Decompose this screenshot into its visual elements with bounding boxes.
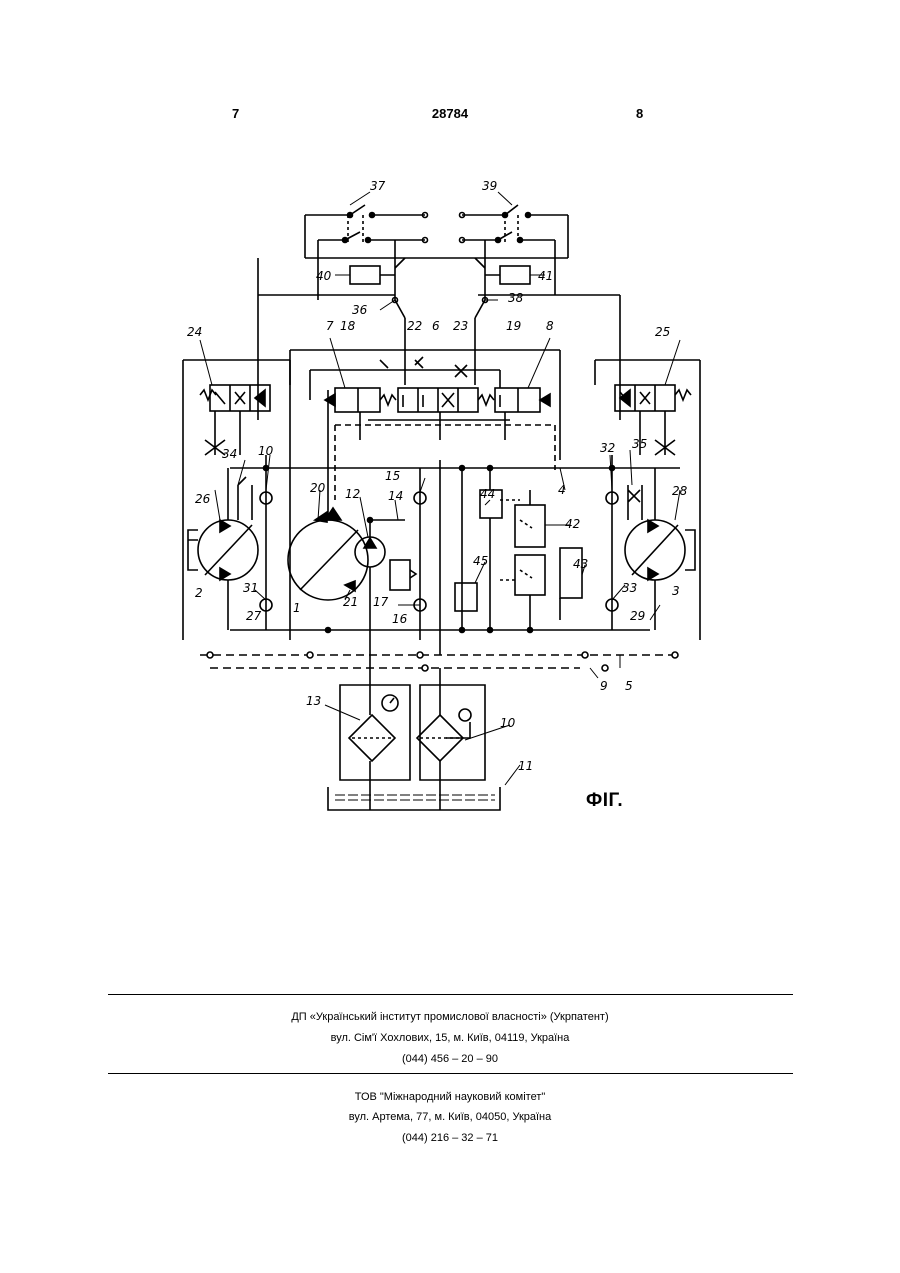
relief-valve-17 xyxy=(390,560,410,590)
relay-41-box xyxy=(500,266,530,284)
label-6: 6 xyxy=(432,319,440,333)
label-21: 21 xyxy=(343,595,358,609)
label-31: 31 xyxy=(243,581,258,595)
publisher2-phone: (044) 216 – 32 – 71 xyxy=(0,1131,900,1145)
label-40: 40 xyxy=(316,269,332,283)
label-41: 41 xyxy=(538,269,553,283)
label-13: 13 xyxy=(306,694,321,708)
valve-45 xyxy=(455,583,477,611)
hydraulic-circuit-diagram: 37 39 40 41 36 38 24 7 18 22 6 23 19 8 2… xyxy=(0,0,900,860)
filter-13 xyxy=(349,715,395,761)
publisher2-name: ТОВ "Міжнародний науковий комітет" xyxy=(0,1090,900,1104)
label-35: 35 xyxy=(632,437,647,451)
label-23: 23 xyxy=(453,319,468,333)
label-26: 26 xyxy=(195,492,211,506)
label-25: 25 xyxy=(655,325,670,339)
label-3: 3 xyxy=(672,584,680,598)
label-20: 20 xyxy=(310,481,326,495)
figure-caption: ФІГ. xyxy=(586,790,623,812)
valve-42-upper xyxy=(515,505,545,547)
label-7: 7 xyxy=(326,319,334,333)
valve-43 xyxy=(560,548,582,598)
label-8: 8 xyxy=(546,319,554,333)
label-16: 16 xyxy=(392,612,408,626)
publisher2-address: вул. Артема, 77, м. Київ, 04050, Україна xyxy=(0,1110,900,1124)
valve-24 xyxy=(200,385,270,411)
valve-42-lower xyxy=(515,555,545,595)
divider-bottom xyxy=(108,1073,793,1074)
label-18: 18 xyxy=(340,319,356,333)
label-10b: 10 xyxy=(500,716,516,730)
label-12: 12 xyxy=(345,487,360,501)
label-17: 17 xyxy=(373,595,389,609)
label-14: 14 xyxy=(388,489,403,503)
label-43: 43 xyxy=(573,557,588,571)
motor-2 xyxy=(188,520,258,580)
tank-11 xyxy=(328,787,500,810)
label-10a: 10 xyxy=(258,444,274,458)
label-37: 37 xyxy=(370,179,386,193)
label-15: 15 xyxy=(385,469,400,483)
divider-top xyxy=(108,994,793,995)
label-29: 29 xyxy=(630,609,645,623)
label-27: 27 xyxy=(246,609,262,623)
label-36: 36 xyxy=(352,303,368,317)
label-1: 1 xyxy=(293,601,301,615)
label-28: 28 xyxy=(672,484,688,498)
label-42: 42 xyxy=(565,517,580,531)
check-valve-10 xyxy=(459,709,471,721)
publisher1-phone: (044) 456 – 20 – 90 xyxy=(0,1052,900,1066)
label-11: 11 xyxy=(518,759,533,773)
label-32: 32 xyxy=(600,441,615,455)
label-24: 24 xyxy=(187,325,202,339)
publisher1-address: вул. Сім'ї Хохлових, 15, м. Київ, 04119,… xyxy=(0,1031,900,1045)
relay-40-box xyxy=(350,266,380,284)
pump-1 xyxy=(288,508,368,600)
switch-group-37 xyxy=(305,205,428,300)
label-45: 45 xyxy=(473,554,488,568)
valve-25 xyxy=(615,385,691,411)
label-4: 4 xyxy=(558,483,566,497)
label-22: 22 xyxy=(407,319,422,333)
label-44: 44 xyxy=(480,487,495,501)
valve-block-6-7-8 xyxy=(325,388,550,412)
label-39: 39 xyxy=(482,179,497,193)
label-9: 9 xyxy=(600,679,608,693)
label-2: 2 xyxy=(195,586,203,600)
motor-3 xyxy=(625,520,695,580)
label-33: 33 xyxy=(622,581,637,595)
label-5: 5 xyxy=(625,679,633,693)
pump-12 xyxy=(355,537,385,567)
publisher1-name: ДП «Український інститут промислової вла… xyxy=(0,1010,900,1024)
label-19: 19 xyxy=(506,319,521,333)
label-34: 34 xyxy=(222,447,237,461)
label-38: 38 xyxy=(508,291,524,305)
